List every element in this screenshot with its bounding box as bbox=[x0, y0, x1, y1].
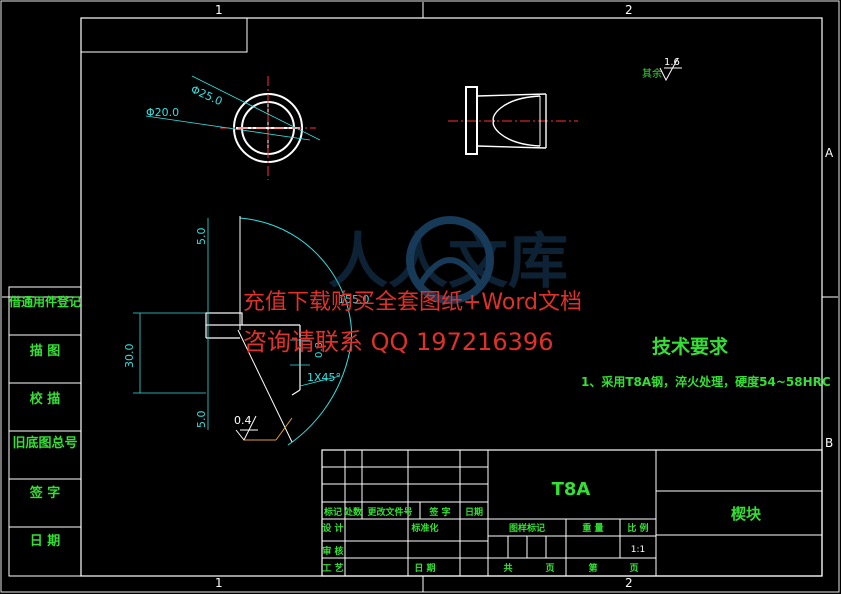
inner-diameter-dim: Φ20.0 bbox=[146, 106, 179, 119]
tech-req-title: 技术要求 bbox=[652, 335, 729, 358]
title-block: T8A 楔块 标记 处数 更改文件号 签 字 日期 设 计 标准化 审 核 工 … bbox=[321, 449, 823, 577]
side-row-4: 签 字 bbox=[29, 485, 61, 501]
design-label: 设 计 bbox=[322, 522, 343, 534]
date-label: 日 期 bbox=[414, 562, 435, 574]
part-name: 楔块 bbox=[731, 505, 762, 523]
stage-label: 图样标记 bbox=[509, 522, 545, 534]
dim-30: 30.0 bbox=[123, 344, 136, 369]
scale-label: 比 例 bbox=[627, 522, 648, 534]
side-row-5: 日 期 bbox=[30, 534, 61, 549]
side-table: 借通用件登记 描 图 校 描 旧底图总号 签 字 日 期 bbox=[8, 286, 82, 577]
tech-req-item: 1、采用T8A钢，淬火处理，硬度54~58HRC bbox=[581, 374, 831, 389]
zone-label-top-1: 1 bbox=[215, 3, 223, 17]
weight-label: 重 量 bbox=[582, 522, 603, 534]
front-view: 5.0 30.0 5.0 155.0 0.8 1X45° 0.4 bbox=[123, 216, 370, 446]
roughness-other-label: 其余 bbox=[642, 67, 662, 80]
side-view bbox=[448, 86, 578, 155]
sheet-label: 页 bbox=[545, 563, 554, 574]
side-row-1: 描 图 bbox=[30, 343, 61, 359]
zone-label-top-2: 2 bbox=[625, 3, 633, 17]
small-dim: 0.8 bbox=[314, 342, 325, 358]
sheet-no-label: 第 bbox=[588, 562, 597, 574]
watermark-line-1: 充值下载购买全套图纸+Word文档 bbox=[243, 290, 582, 315]
standardize-label: 标准化 bbox=[410, 522, 438, 534]
zone-label-bottom-1: 1 bbox=[215, 576, 223, 590]
radius-dim: 155.0 bbox=[338, 293, 370, 306]
side-row-3: 旧底图总号 bbox=[12, 435, 77, 451]
rev-header-sign: 签 字 bbox=[428, 506, 450, 518]
watermark-logo-text: 人人文库 bbox=[328, 227, 568, 297]
side-row-0: 借通用件登记 bbox=[8, 294, 81, 309]
dim-top-5: 5.0 bbox=[195, 228, 208, 246]
top-view: Φ25.0 Φ20.0 bbox=[145, 75, 321, 180]
watermark-line-2: 咨询请联系 QQ 197216396 bbox=[243, 328, 554, 356]
rev-header-mark: 标记 bbox=[323, 506, 342, 518]
chamfer-dim: 1X45° bbox=[307, 371, 341, 384]
sheet-end-label: 页 bbox=[629, 563, 638, 574]
rev-header-date: 日期 bbox=[465, 506, 483, 518]
zone-label-bottom-2: 2 bbox=[625, 576, 633, 590]
roughness-symbol bbox=[659, 57, 679, 82]
roughness-0-4: 0.4 bbox=[234, 414, 252, 427]
zone-label-a: A bbox=[825, 146, 834, 160]
zone-label-b: B bbox=[825, 436, 833, 450]
outer-diameter-dim: Φ25.0 bbox=[189, 83, 225, 108]
top-left-box bbox=[81, 18, 248, 53]
rev-header-count: 处数 bbox=[343, 506, 363, 518]
process-label: 工 艺 bbox=[322, 562, 343, 574]
roughness-value: 1.6 bbox=[664, 57, 680, 68]
review-label: 审 核 bbox=[322, 545, 343, 557]
dim-bottom-5: 5.0 bbox=[195, 411, 208, 429]
scale-value: 1:1 bbox=[631, 545, 645, 555]
total-label: 共 bbox=[503, 562, 512, 574]
watermark-logo: 人人文库 bbox=[328, 216, 568, 304]
side-row-2: 校 描 bbox=[30, 391, 61, 407]
material: T8A bbox=[552, 479, 591, 500]
rev-header-doc: 更改文件号 bbox=[367, 506, 412, 518]
